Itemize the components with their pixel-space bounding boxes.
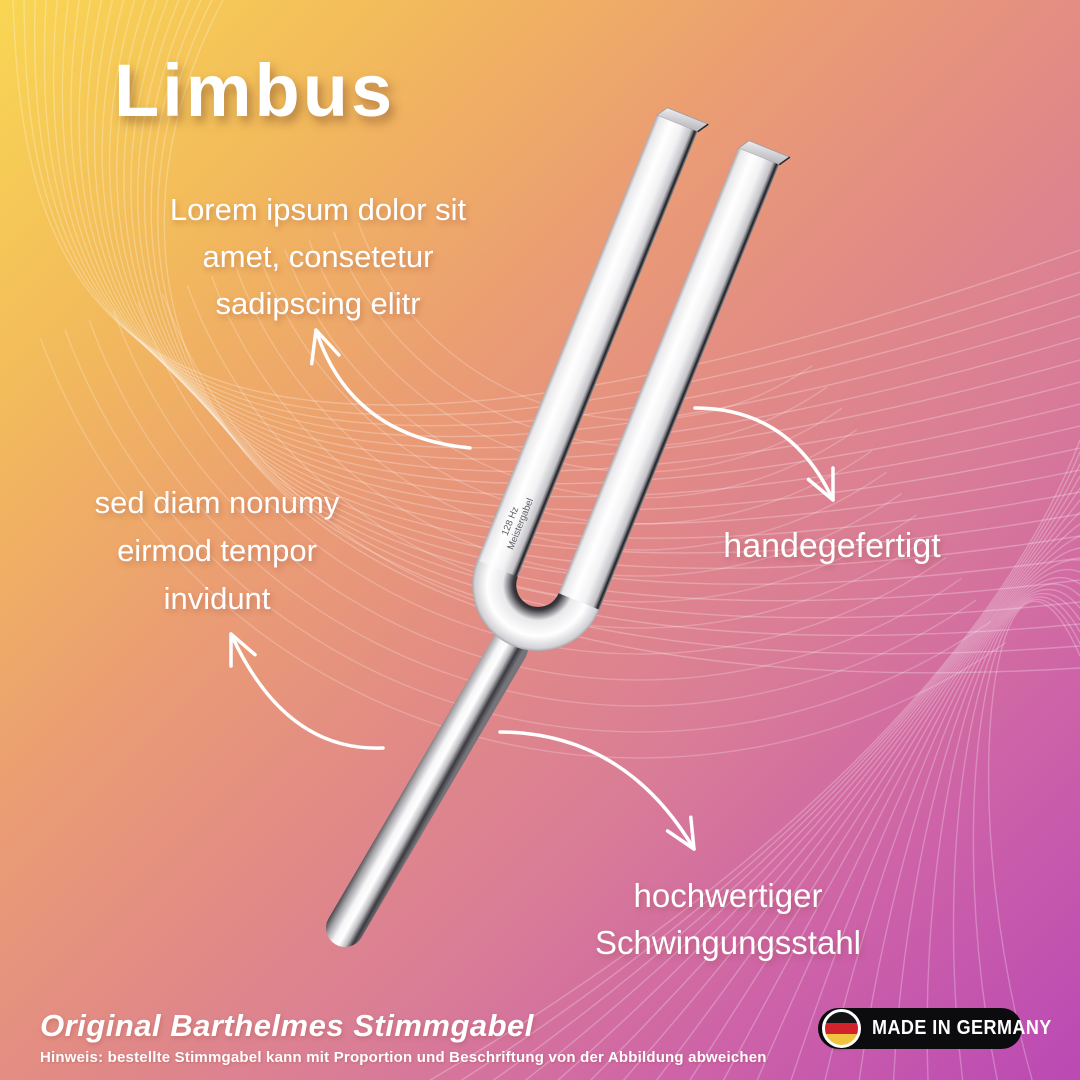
callout-feature: sed diam nonumy eirmod tempor invidunt	[52, 479, 382, 623]
fork-engraving-frequency: 128 Hz	[500, 505, 522, 537]
arrow-to-material	[498, 730, 696, 851]
fork-bend	[472, 560, 600, 652]
fork-body: 128 Hz Meistergabel	[472, 107, 791, 652]
callout-handmade: handegefertigt	[723, 527, 941, 565]
arrow-to-intro-text	[309, 328, 472, 450]
fork-left-prong-cap	[655, 107, 710, 133]
intro-text: Lorem ipsum dolor sit amet, consetetur s…	[140, 186, 496, 327]
fork-left-prong	[475, 115, 698, 581]
fork-engraving-model: Meistergabel	[505, 497, 536, 552]
callout-feature-line: sed diam nonumy	[94, 485, 340, 520]
intro-line: sadipscing elitr	[215, 286, 421, 321]
callout-feature-line: eirmod tempor	[117, 533, 317, 568]
footer-disclaimer: Hinweis: bestellte Stimmgabel kann mit P…	[40, 1049, 767, 1066]
callout-feature-line: invidunt	[163, 581, 271, 616]
made-in-germany-badge: MADE IN GERMANY	[818, 1008, 1051, 1049]
arrow-to-feature-text	[229, 632, 385, 750]
fork-engraving: 128 Hz Meistergabel	[496, 493, 536, 551]
intro-line: amet, consetetur	[202, 239, 434, 274]
page-title: Limbus	[114, 49, 396, 132]
intro-line: Lorem ipsum dolor sit	[169, 192, 467, 227]
callout-material: hochwertiger Schwingungsstahl	[552, 872, 904, 966]
callout-material-line: hochwertiger	[633, 877, 823, 914]
arrow-to-handmade	[693, 406, 835, 502]
footer-brand: Original Barthelmes Stimmgabel	[40, 1008, 534, 1043]
fork-right-prong-cap	[737, 140, 791, 166]
fork-stem	[326, 629, 528, 947]
german-flag-icon	[822, 1009, 861, 1048]
callout-material-line: Schwingungsstahl	[595, 924, 861, 961]
made-in-germany-label: MADE IN GERMANY	[872, 1017, 1052, 1039]
